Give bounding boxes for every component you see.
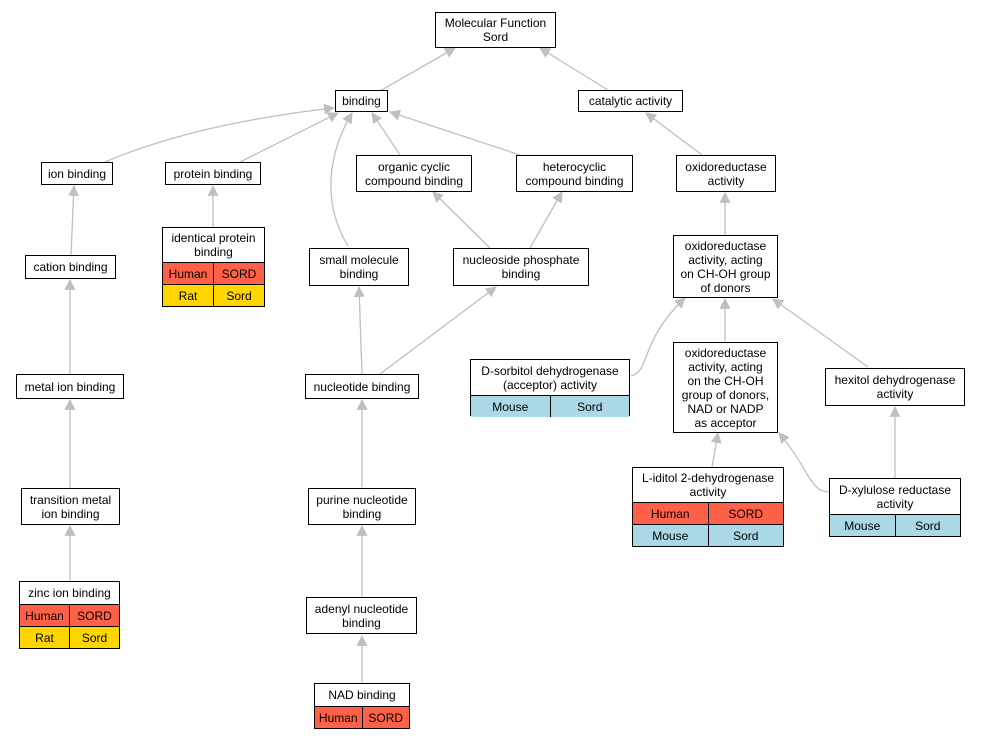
edge-hexitol-to-choh — [772, 298, 869, 368]
species-cell: Human — [315, 707, 362, 728]
species-cell: Rat — [20, 627, 69, 648]
node-l-iditol-dehydrogenase[interactable]: L-iditol 2-dehydrogenase activity Human … — [632, 467, 784, 547]
edge-xylulose-to-nad — [778, 432, 830, 493]
edge-oxidoreductase-to-catalytic — [645, 112, 703, 156]
annotation-row: Human SORD — [633, 502, 783, 524]
node-d-xylulose-reductase[interactable]: D-xylulose reductase activity Mouse Sord — [829, 478, 961, 537]
edge-small-molecule-to-binding — [330, 112, 353, 247]
edge-iditol-to-nad — [710, 431, 722, 468]
node-label: ion binding — [47, 166, 107, 181]
gene-cell: Sord — [707, 525, 783, 546]
node-binding[interactable]: binding — [335, 90, 388, 112]
node-label: organic cyclic compound binding — [364, 159, 464, 188]
node-label: binding — [342, 94, 381, 108]
node-label: identical protein binding — [171, 231, 256, 259]
node-oxidoreductase-activity[interactable]: oxidoreductase activity — [676, 155, 776, 192]
node-small-molecule-binding[interactable]: small molecule binding — [309, 248, 409, 286]
edge-heterocyclic-to-binding — [388, 109, 521, 156]
node-transition-metal-ion-binding[interactable]: transition metal ion binding — [21, 488, 120, 525]
gene-cell: Sord — [213, 285, 264, 306]
gene-cell: Sord — [549, 396, 629, 417]
node-label: oxidoreductase activity — [685, 159, 767, 188]
edge-nucleotide-to-small-molecule — [353, 285, 365, 375]
annotation-row: Mouse Sord — [633, 524, 783, 546]
annotation-row: Human SORD — [163, 262, 264, 284]
annotation-row: Human SORD — [315, 706, 409, 728]
node-label: oxidoreductase activity, acting on CH-OH… — [680, 238, 771, 295]
node-zinc-ion-binding[interactable]: zinc ion binding Human SORD Rat Sord — [19, 581, 120, 649]
species-cell: Human — [633, 503, 708, 524]
node-label: Molecular Function Sord — [444, 16, 547, 44]
node-nucleoside-phosphate-binding[interactable]: nucleoside phosphate binding — [453, 248, 589, 286]
edge-catalytic-to-root — [539, 47, 609, 91]
node-label: hexitol dehydrogenase activity — [834, 373, 956, 401]
gene-cell: Sord — [894, 515, 960, 536]
gene-cell: SORD — [213, 263, 264, 284]
gene-cell: SORD — [361, 707, 409, 728]
annotation-row: Mouse Sord — [830, 514, 960, 536]
node-label: D-xylulose reductase activity — [838, 482, 952, 511]
node-label: NAD binding — [328, 688, 396, 702]
edge-organic-cyclic-to-binding — [371, 112, 401, 156]
node-label: protein binding — [173, 166, 253, 181]
edge-binding-to-root — [379, 47, 456, 92]
gene-cell: Sord — [69, 627, 119, 648]
edge-cation-to-ion-binding — [68, 184, 80, 256]
node-label: purine nucleotide binding — [316, 492, 408, 521]
node-label: cation binding — [33, 260, 108, 274]
edge-nucleoside-to-heterocyclic — [529, 191, 563, 249]
species-cell: Mouse — [633, 525, 708, 546]
edge-protein-binding-to-binding — [239, 112, 339, 163]
annotation-row: Mouse Sord — [471, 395, 629, 417]
node-metal-ion-binding[interactable]: metal ion binding — [16, 374, 124, 399]
node-cation-binding[interactable]: cation binding — [25, 255, 116, 279]
species-cell: Mouse — [471, 396, 550, 417]
node-nad-binding[interactable]: NAD binding Human SORD — [314, 683, 410, 729]
node-nucleotide-binding[interactable]: nucleotide binding — [305, 374, 419, 399]
node-label: adenyl nucleotide binding — [314, 601, 409, 630]
edge-sorbitol-to-choh — [630, 297, 686, 377]
node-label: small molecule binding — [319, 253, 399, 281]
gene-cell: SORD — [707, 503, 783, 524]
species-cell: Human — [163, 263, 213, 284]
gene-cell: SORD — [69, 605, 119, 626]
node-purine-nucleotide-binding[interactable]: purine nucleotide binding — [308, 488, 416, 525]
node-hexitol-dehydrogenase[interactable]: hexitol dehydrogenase activity — [825, 368, 965, 406]
node-label: catalytic activity — [588, 94, 673, 108]
node-protein-binding[interactable]: protein binding — [165, 162, 261, 185]
annotation-row: Rat Sord — [20, 626, 119, 648]
node-identical-protein-binding[interactable]: identical protein binding Human SORD Rat… — [162, 227, 265, 307]
node-root[interactable]: Molecular Function Sord — [435, 12, 556, 48]
annotation-row: Human SORD — [20, 604, 119, 626]
node-organic-cyclic-compound-binding[interactable]: organic cyclic compound binding — [356, 155, 472, 192]
node-label: nucleoside phosphate binding — [462, 253, 580, 281]
node-label: D-sorbitol dehydrogenase (acceptor) acti… — [481, 363, 619, 392]
species-cell: Human — [20, 605, 69, 626]
node-catalytic-activity[interactable]: catalytic activity — [578, 90, 683, 112]
edge-nucleoside-to-organic-cyclic — [432, 191, 491, 249]
node-label: metal ion binding — [24, 379, 116, 394]
edge-nucleotide-to-nucleoside — [379, 286, 497, 375]
species-cell: Rat — [163, 285, 213, 306]
node-heterocyclic-compound-binding[interactable]: heterocyclic compound binding — [516, 155, 633, 192]
node-label: zinc ion binding — [28, 586, 111, 600]
node-label: oxidoreductase activity, acting on the C… — [681, 345, 770, 430]
edge-ion-binding-to-binding — [104, 103, 336, 163]
species-cell: Mouse — [830, 515, 895, 536]
annotation-row: Rat Sord — [163, 284, 264, 306]
node-oxidoreductase-nad[interactable]: oxidoreductase activity, acting on the C… — [673, 342, 778, 433]
node-adenyl-nucleotide-binding[interactable]: adenyl nucleotide binding — [306, 597, 417, 634]
node-label: heterocyclic compound binding — [525, 159, 624, 188]
node-label: transition metal ion binding — [29, 492, 112, 521]
node-ion-binding[interactable]: ion binding — [41, 162, 113, 185]
node-oxidoreductase-ch-oh[interactable]: oxidoreductase activity, acting on CH-OH… — [673, 235, 778, 298]
node-d-sorbitol-dehydrogenase[interactable]: D-sorbitol dehydrogenase (acceptor) acti… — [470, 359, 630, 417]
node-label: L-iditol 2-dehydrogenase activity — [641, 471, 775, 499]
node-label: nucleotide binding — [313, 379, 411, 394]
